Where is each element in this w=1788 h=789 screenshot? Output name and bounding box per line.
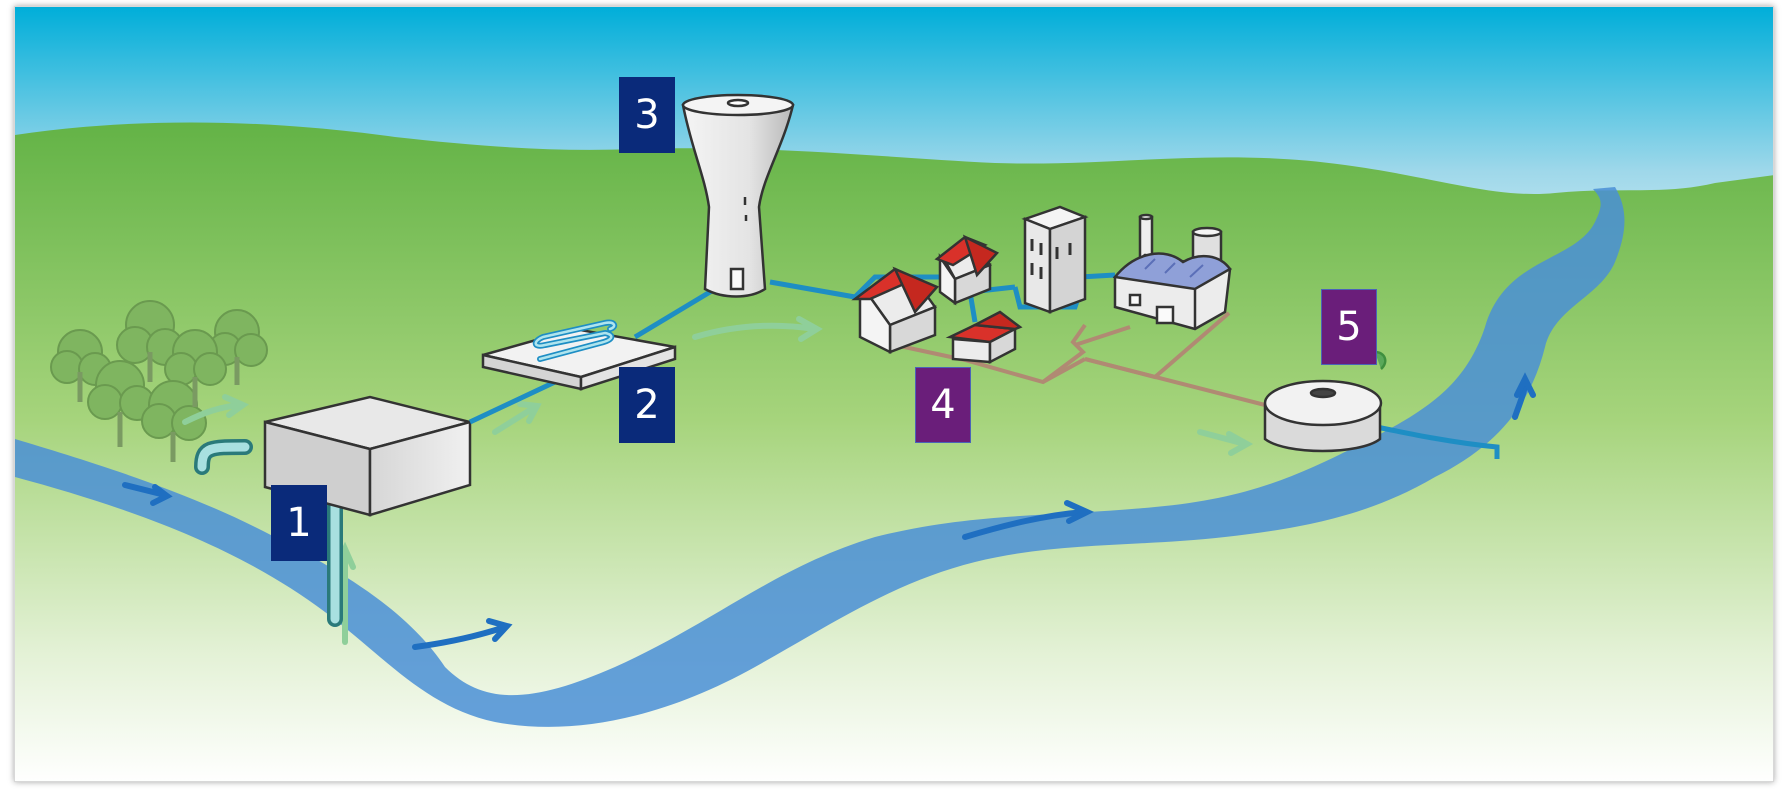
water-tower [681,93,795,298]
river [15,187,1625,727]
flow-arrows-ground [182,316,1254,645]
river-flow-arrows [122,372,1536,650]
house-1 [851,266,940,355]
wastewater-pipes [894,311,1266,407]
grass-field [15,122,1773,781]
label-treatment: 2 [619,367,675,443]
water-cycle-scene [15,7,1773,781]
label-distribution-network: 4 [915,367,971,443]
label-water-tower: 3 [619,77,675,153]
house-3 [945,310,1023,365]
treatment-plant [481,319,677,391]
wastewater-treatment-plant [1263,350,1387,453]
label-intake: 1 [271,485,327,561]
label-wastewater-plant: 5 [1321,289,1377,365]
forest [50,300,268,462]
house-2 [934,234,1000,306]
tall-building [1021,205,1089,314]
factory [1112,213,1232,331]
diagram-frame: 1 2 3 4 5 [14,6,1774,782]
